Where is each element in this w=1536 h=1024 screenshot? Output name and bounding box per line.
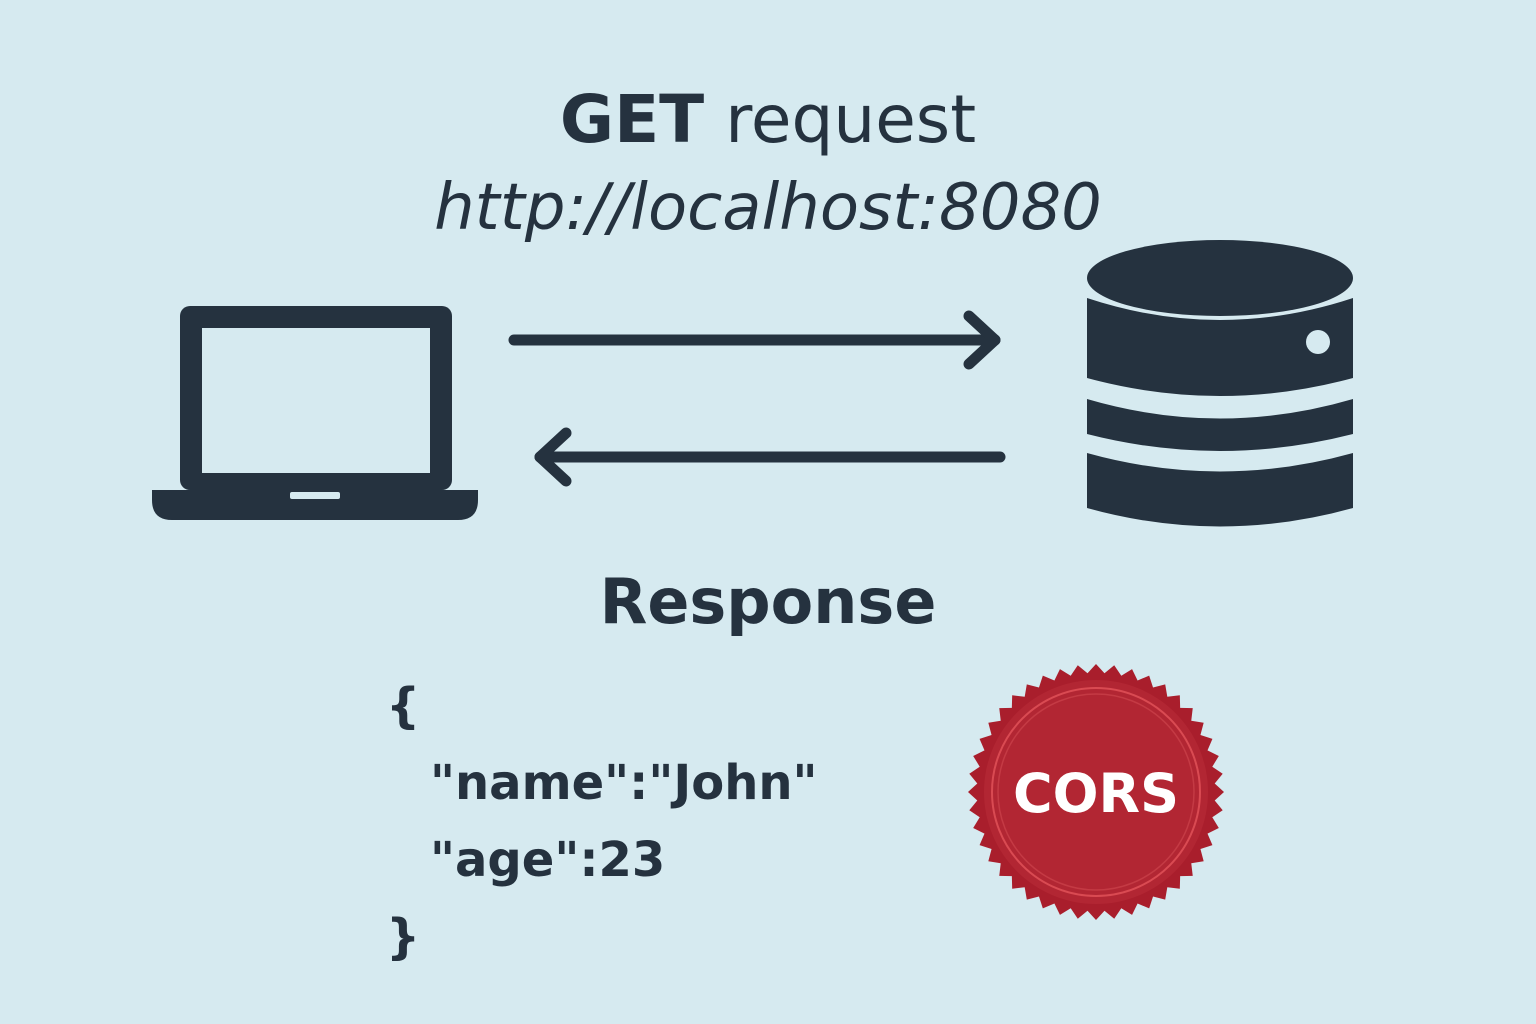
- arrow-left-icon: [534, 427, 1006, 487]
- json-close-brace: }: [386, 909, 421, 965]
- request-method: GET: [559, 81, 705, 158]
- cors-seal: CORS: [968, 664, 1224, 920]
- request-url: http://localhost:8080: [434, 171, 1102, 245]
- request-label: request: [725, 81, 977, 158]
- response-title: Response: [599, 565, 937, 638]
- json-response-body: { "name":"John" "age":23 }: [386, 668, 946, 976]
- arrow-right-icon: [508, 310, 1001, 370]
- json-name-field: "name":"John": [430, 755, 818, 811]
- request-title: GET request: [0, 80, 1536, 160]
- json-open-brace: {: [386, 678, 421, 734]
- json-age-field: "age":23: [430, 832, 666, 888]
- database-icon: [1087, 240, 1353, 527]
- cors-label: CORS: [1013, 762, 1179, 825]
- laptop-icon: [152, 306, 478, 520]
